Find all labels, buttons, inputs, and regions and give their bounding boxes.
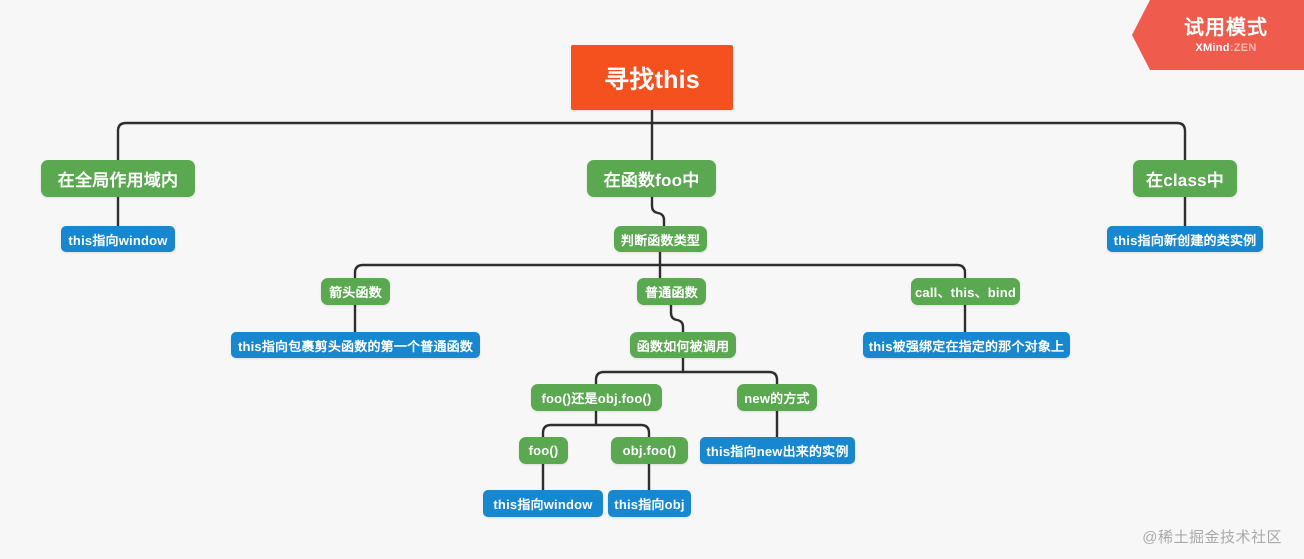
- edge-foocall-bus: [541, 423, 651, 439]
- node-foo-or-objfoo-label: foo()还是obj.foo(): [541, 391, 652, 406]
- node-foo-or-objfoo[interactable]: foo()还是obj.foo(): [531, 384, 662, 411]
- node-call-this-bind-result[interactable]: this被强绑定在指定的那个对象上: [863, 332, 1070, 358]
- node-global-scope-label: 在全局作用域内: [57, 171, 179, 190]
- node-in-class-result-label: this指向新创建的类实例: [1113, 232, 1257, 248]
- node-new-way-label: new的方式: [744, 391, 810, 406]
- trial-mode-brand: XMind:ZEN: [1195, 42, 1256, 54]
- trial-mode-badge[interactable]: 试用模式 XMind:ZEN: [1132, 0, 1304, 70]
- edge-root-bus: [116, 121, 1187, 164]
- node-arrow-function-result[interactable]: this指向包裹剪头函数的第一个普通函数: [231, 332, 480, 358]
- node-arrow-function-result-label: this指向包裹剪头函数的第一个普通函数: [237, 338, 474, 354]
- node-how-called-label: 函数如何被调用: [636, 338, 730, 354]
- node-in-class[interactable]: 在class中: [1133, 160, 1237, 197]
- node-new-way[interactable]: new的方式: [737, 384, 817, 411]
- node-root-label: 寻找this: [604, 65, 700, 94]
- node-judge-function-type[interactable]: 判断函数类型: [614, 226, 707, 252]
- node-foo-call-result[interactable]: this指向window: [483, 490, 603, 517]
- node-how-called[interactable]: 函数如何被调用: [630, 332, 736, 358]
- node-normal-function-label: 普通函数: [645, 285, 698, 300]
- zen-brand-label: :ZEN: [1229, 41, 1257, 54]
- node-root[interactable]: 寻找this: [571, 45, 733, 110]
- node-normal-function[interactable]: 普通函数: [637, 278, 706, 305]
- node-global-scope[interactable]: 在全局作用域内: [41, 160, 195, 197]
- node-global-scope-result[interactable]: this指向window: [61, 226, 175, 252]
- node-in-function-foo[interactable]: 在函数foo中: [587, 160, 716, 197]
- node-new-way-result-label: this指向new出来的实例: [706, 444, 849, 459]
- node-call-this-bind[interactable]: call、this、bind: [911, 278, 1020, 305]
- node-foo-call-label: foo(): [528, 443, 559, 458]
- node-in-function-foo-label: 在函数foo中: [603, 171, 700, 190]
- node-arrow-function-label: 箭头函数: [329, 285, 382, 300]
- node-new-way-result[interactable]: this指向new出来的实例: [700, 437, 855, 464]
- node-arrow-function[interactable]: 箭头函数: [321, 278, 390, 305]
- node-judge-function-type-label: 判断函数类型: [620, 232, 701, 248]
- node-objfoo-call[interactable]: obj.foo(): [611, 437, 688, 464]
- edge-judge-bus: [353, 263, 967, 280]
- node-call-this-bind-result-label: this被强绑定在指定的那个对象上: [868, 338, 1065, 354]
- node-objfoo-call-result-label: this指向obj: [614, 497, 685, 512]
- node-in-class-label: 在class中: [1146, 171, 1224, 190]
- trial-mode-title: 试用模式: [1184, 16, 1268, 39]
- watermark-label: @稀土掘金技术社区: [1142, 529, 1282, 546]
- node-in-class-result[interactable]: this指向新创建的类实例: [1107, 226, 1263, 252]
- edge-how-bus: [594, 370, 779, 386]
- node-global-scope-result-label: this指向window: [68, 232, 168, 248]
- node-foo-call[interactable]: foo(): [519, 437, 568, 464]
- xmind-brand-label: XMind: [1195, 41, 1230, 54]
- edge-normal-to-how: [669, 303, 685, 334]
- node-objfoo-call-result[interactable]: this指向obj: [608, 490, 691, 517]
- node-foo-call-result-label: this指向window: [493, 497, 593, 512]
- node-call-this-bind-label: call、this、bind: [914, 285, 1017, 300]
- edge-foo-to-judge: [650, 194, 666, 228]
- node-objfoo-call-label: obj.foo(): [622, 443, 677, 458]
